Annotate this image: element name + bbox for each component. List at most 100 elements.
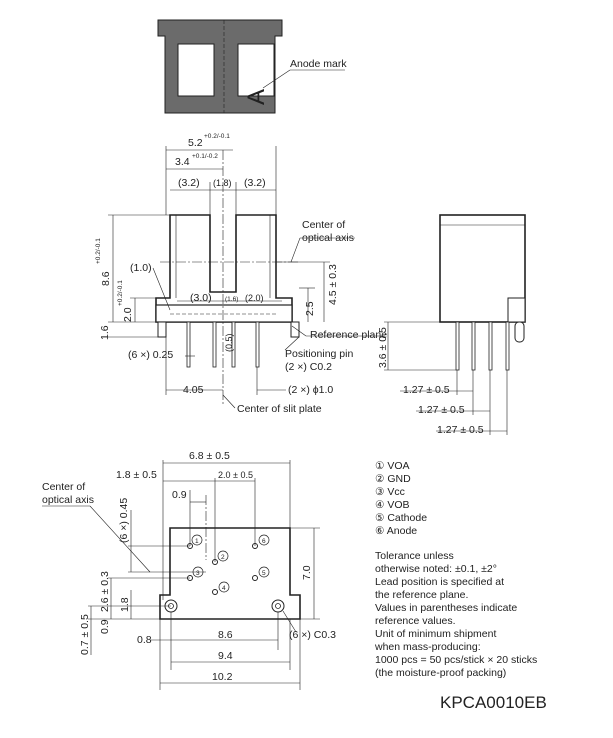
pin-number-5-circle <box>258 566 270 578</box>
bottom-pin-5 <box>252 575 258 581</box>
dim-hole-chamfer: (6 ×) C0.3 <box>289 629 336 641</box>
legend-row-5: ⑤ Cathode <box>375 512 428 524</box>
side-view-pin-block <box>507 297 526 323</box>
dim-pitch-1: 1.27 ± 0.5 <box>403 384 450 396</box>
dim-base-height-tol: +0.2/-0.1 <box>117 280 124 306</box>
bottom-optical-axis-leader-diag <box>89 505 151 573</box>
legend-row-3: ③ Vcc <box>375 486 405 498</box>
legend-label-4: VOB <box>387 499 410 511</box>
side-lead-3 <box>488 321 493 371</box>
side-view: 3.6 ± 0.5 1.27 ± 0.5 1.27 ± 0.5 1.27 ± 0… <box>377 214 526 436</box>
dim-hole-y: 1.8 <box>119 597 131 612</box>
dim-pin-pitch-right: (2.0) <box>245 293 264 303</box>
bottom-view: 1 2 3 4 5 6 6.8 ± 0.5 1.8 ± 0.5 2.0 ± 0.… <box>42 450 336 690</box>
dim-step-leader <box>152 267 171 311</box>
dim-left-arm: (3.2) <box>178 177 200 189</box>
pin-number-6-circle <box>258 534 270 546</box>
anode-letter: A <box>243 89 270 105</box>
reference-plane-label: Reference plane <box>310 329 387 341</box>
pin-number-3: 3 <box>196 570 200 577</box>
anode-mark-label: Anode mark <box>290 58 347 70</box>
side-lead-4 <box>505 321 510 371</box>
dim-width-total: 5.2 <box>188 137 203 149</box>
dim-width-inner: 3.4 <box>175 156 190 168</box>
pin-number-1-circle <box>191 534 203 546</box>
notes-panel: ① VOA ② GND ③ Vcc ④ VOB ⑤ Cathode ⑥ Anod… <box>375 460 605 680</box>
front-view-base <box>155 304 293 323</box>
dim-width-mid: 9.4 <box>218 650 233 662</box>
dim-pin-row-y: 2.6 ± 0.3 <box>99 571 111 612</box>
note-line-1: Tolerance unless <box>375 550 454 562</box>
note-line-5: Values in parentheses indicate <box>375 602 518 614</box>
dim-lead-offset: (0.5) <box>224 333 234 352</box>
dim-height: 8.6 <box>100 271 112 286</box>
dim-hole-bottom: 0.9 <box>99 619 111 634</box>
dim-hole-edge: 0.8 <box>137 634 152 646</box>
bottom-pin-4 <box>212 589 218 595</box>
front-optical-axis-label-line1: Center of <box>302 219 345 231</box>
dim-positioning-pin-dia: (2 ×) ϕ1.0 <box>288 384 333 396</box>
legend-row-1: ① VOA <box>375 460 410 472</box>
pin-number-4: 4 <box>222 585 226 592</box>
legend-label-6: Anode <box>386 525 418 537</box>
side-lead-2 <box>471 321 476 371</box>
note-line-4: the reference plane. <box>375 589 469 601</box>
drawing-code: KPCA0010EB <box>440 693 547 712</box>
reference-plane-leader <box>291 325 307 337</box>
dim-slit: (1.8) <box>213 178 232 188</box>
pin-number-2: 2 <box>221 554 225 561</box>
positioning-pin-chamfer: (2 ×) C0.2 <box>285 361 332 373</box>
legend-row-6: ⑥ Anode <box>375 525 418 537</box>
center-slit-plate-label: Center of slit plate <box>237 403 322 415</box>
pin-number-6: 6 <box>262 538 266 545</box>
top-view-left-window <box>177 43 215 97</box>
front-optical-axis-label-line2: optical axis <box>302 232 354 244</box>
dim-pin-chamfer: (6 ×) 0.25 <box>128 349 173 361</box>
note-line-8: when mass-producing: <box>375 641 481 653</box>
positioning-pin-right <box>290 321 300 338</box>
front-lead-1 <box>186 321 191 368</box>
legend-row-2: ② GND <box>375 473 411 485</box>
side-view-positioning-pin <box>514 321 525 343</box>
dim-bottom-tol: 0.7 ± 0.5 <box>79 614 91 655</box>
dim-slit-center: 4.05 <box>183 384 204 396</box>
dim-pin-offset-y: (6 ×) 0.45 <box>118 498 130 543</box>
positioning-pin-leader <box>284 336 300 351</box>
dim-height-tol: +0.2/-0.1 <box>95 238 102 264</box>
pin-number-4-circle <box>218 581 230 593</box>
note-line-3: Lead position is specified at <box>375 576 504 588</box>
dim-axis-offset: 0.9 <box>172 489 187 501</box>
dim-right-arm: (3.2) <box>244 177 266 189</box>
dim-pitch-2: 1.27 ± 0.5 <box>418 404 465 416</box>
top-view-right-window <box>237 43 275 97</box>
note-line-10: (the moisture-proof packing) <box>375 667 507 679</box>
mounting-hole-right-inner <box>275 603 281 609</box>
dim-lead-length: 3.6 ± 0.5 <box>377 327 389 368</box>
slit-plate-leader <box>222 394 236 409</box>
dim-hole-pitch: 8.6 <box>218 629 233 641</box>
side-lead-1 <box>455 321 460 371</box>
dim-optical-axis-height: 4.5 ± 0.3 <box>327 264 339 305</box>
front-view: 5.2 +0.2/-0.1 3.4 +0.1/-0.2 (3.2) (1.8) … <box>95 133 387 415</box>
dim-pin-span-x: 6.8 ± 0.5 <box>189 450 230 462</box>
anode-mark-leader <box>262 69 291 89</box>
dim-width-total-tol: +0.2/-0.1 <box>204 133 230 140</box>
note-line-6: reference values. <box>375 615 456 627</box>
chamfer-leader <box>282 610 297 633</box>
note-line-9: 1000 pcs = 50 pcs/stick × 20 sticks <box>375 654 538 666</box>
dim-pin-offset-x: 1.8 ± 0.5 <box>116 469 157 481</box>
dim-base-height: 2.0 <box>122 307 134 322</box>
front-lead-2 <box>212 321 217 368</box>
legend-label-5: Cathode <box>387 512 428 524</box>
dim-width-inner-tol: +0.1/-0.2 <box>192 153 218 160</box>
note-line-2: otherwise noted: ±0.1, ±2° <box>375 563 497 575</box>
top-view: A Anode mark <box>157 19 347 114</box>
dim-pitch-3: 1.27 ± 0.5 <box>437 424 484 436</box>
pin-number-2-circle <box>217 550 229 562</box>
legend-label-3: Vcc <box>387 486 405 498</box>
note-line-7: Unit of minimum shipment <box>375 628 497 640</box>
positioning-pin-left <box>157 321 167 338</box>
dim-base-bottom: 1.6 <box>99 325 111 340</box>
bottom-optical-axis-label-line1: Center of <box>42 481 85 493</box>
legend-row-4: ④ VOB <box>375 499 410 511</box>
